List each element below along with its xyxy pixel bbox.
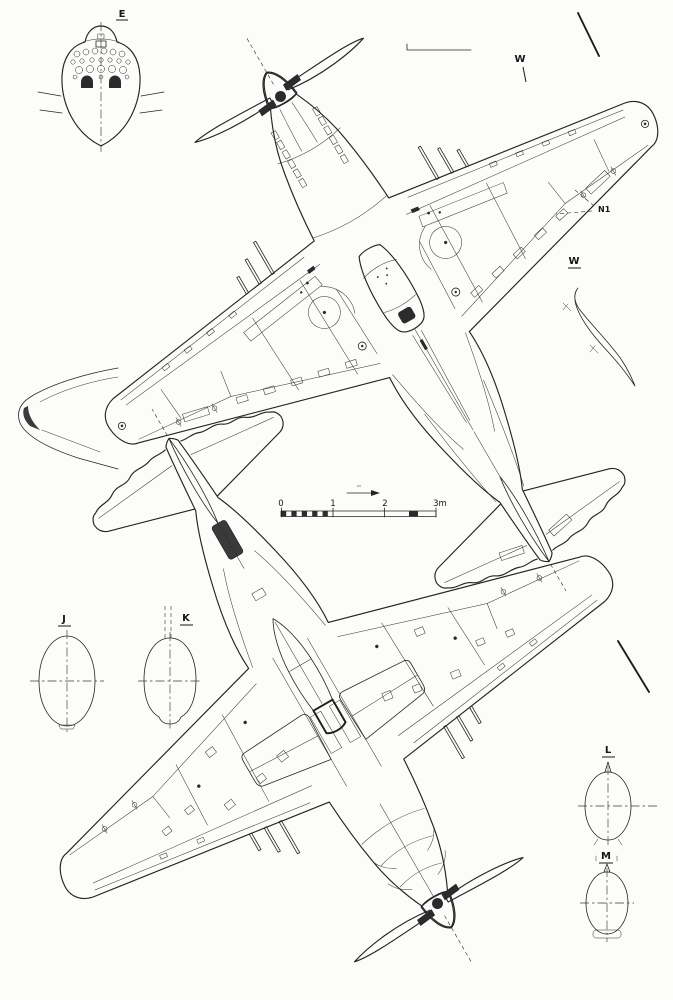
- section-w-cut-tick: [522, 66, 527, 83]
- scale-tick-3m: 3m: [433, 499, 447, 509]
- wing-section-cut-line-top: [577, 12, 600, 57]
- top-plan-view: [0, 0, 673, 720]
- section-l: L: [578, 745, 660, 846]
- section-m: M: [580, 851, 634, 942]
- radiator-scoop: [272, 618, 347, 735]
- fuselage-spine: [412, 329, 474, 431]
- direction-arrow-head: [371, 490, 380, 496]
- section-e-front-view: [37, 22, 165, 152]
- flap-hinge-mark: [589, 344, 599, 354]
- wingtip-leading-edge: [23, 406, 40, 430]
- station-n1-label: N1: [598, 205, 611, 214]
- flap-hinge-mark: [562, 302, 572, 312]
- section-j-label: J: [61, 614, 66, 625]
- scale-tick-1: 1: [330, 499, 335, 509]
- fin-rudder-top: [473, 431, 550, 562]
- scale-tick-2: 2: [382, 499, 387, 509]
- section-j: J: [30, 614, 104, 733]
- canopy: [358, 244, 425, 333]
- section-w-airfoil: W: [562, 256, 636, 387]
- scale-bar: 0 1 2 3m: [278, 485, 447, 518]
- fin-rudder-bottom: [168, 438, 245, 569]
- section-m-label: M: [601, 851, 611, 862]
- wingtip-detail: [18, 367, 119, 470]
- cowling-panel-lines: [277, 102, 387, 239]
- wing-section-cut-line-bottom: [617, 640, 650, 693]
- section-l-label: L: [605, 745, 612, 756]
- propeller: [63, 359, 556, 1000]
- section-e-label: E: [119, 9, 126, 20]
- scale-tick-0: 0: [278, 499, 283, 509]
- bottom-plan-view: [0, 280, 673, 1000]
- instrument-panel-dials: [70, 47, 131, 80]
- section-w-airfoil-label: W: [568, 256, 579, 267]
- scale-bar-subdivisions: [281, 511, 418, 517]
- rudder-pedal-left: [81, 75, 93, 88]
- radio-mast: [419, 339, 428, 351]
- section-k: K: [138, 606, 202, 730]
- reference-mark: [406, 43, 472, 51]
- station-n1: N1: [555, 189, 611, 215]
- belly-vent: [251, 587, 267, 602]
- section-k-label: K: [182, 613, 191, 624]
- rudder-pedal-right: [109, 75, 121, 88]
- section-w-cut-label: W: [514, 54, 525, 65]
- chin-cowl-lines: [361, 803, 443, 896]
